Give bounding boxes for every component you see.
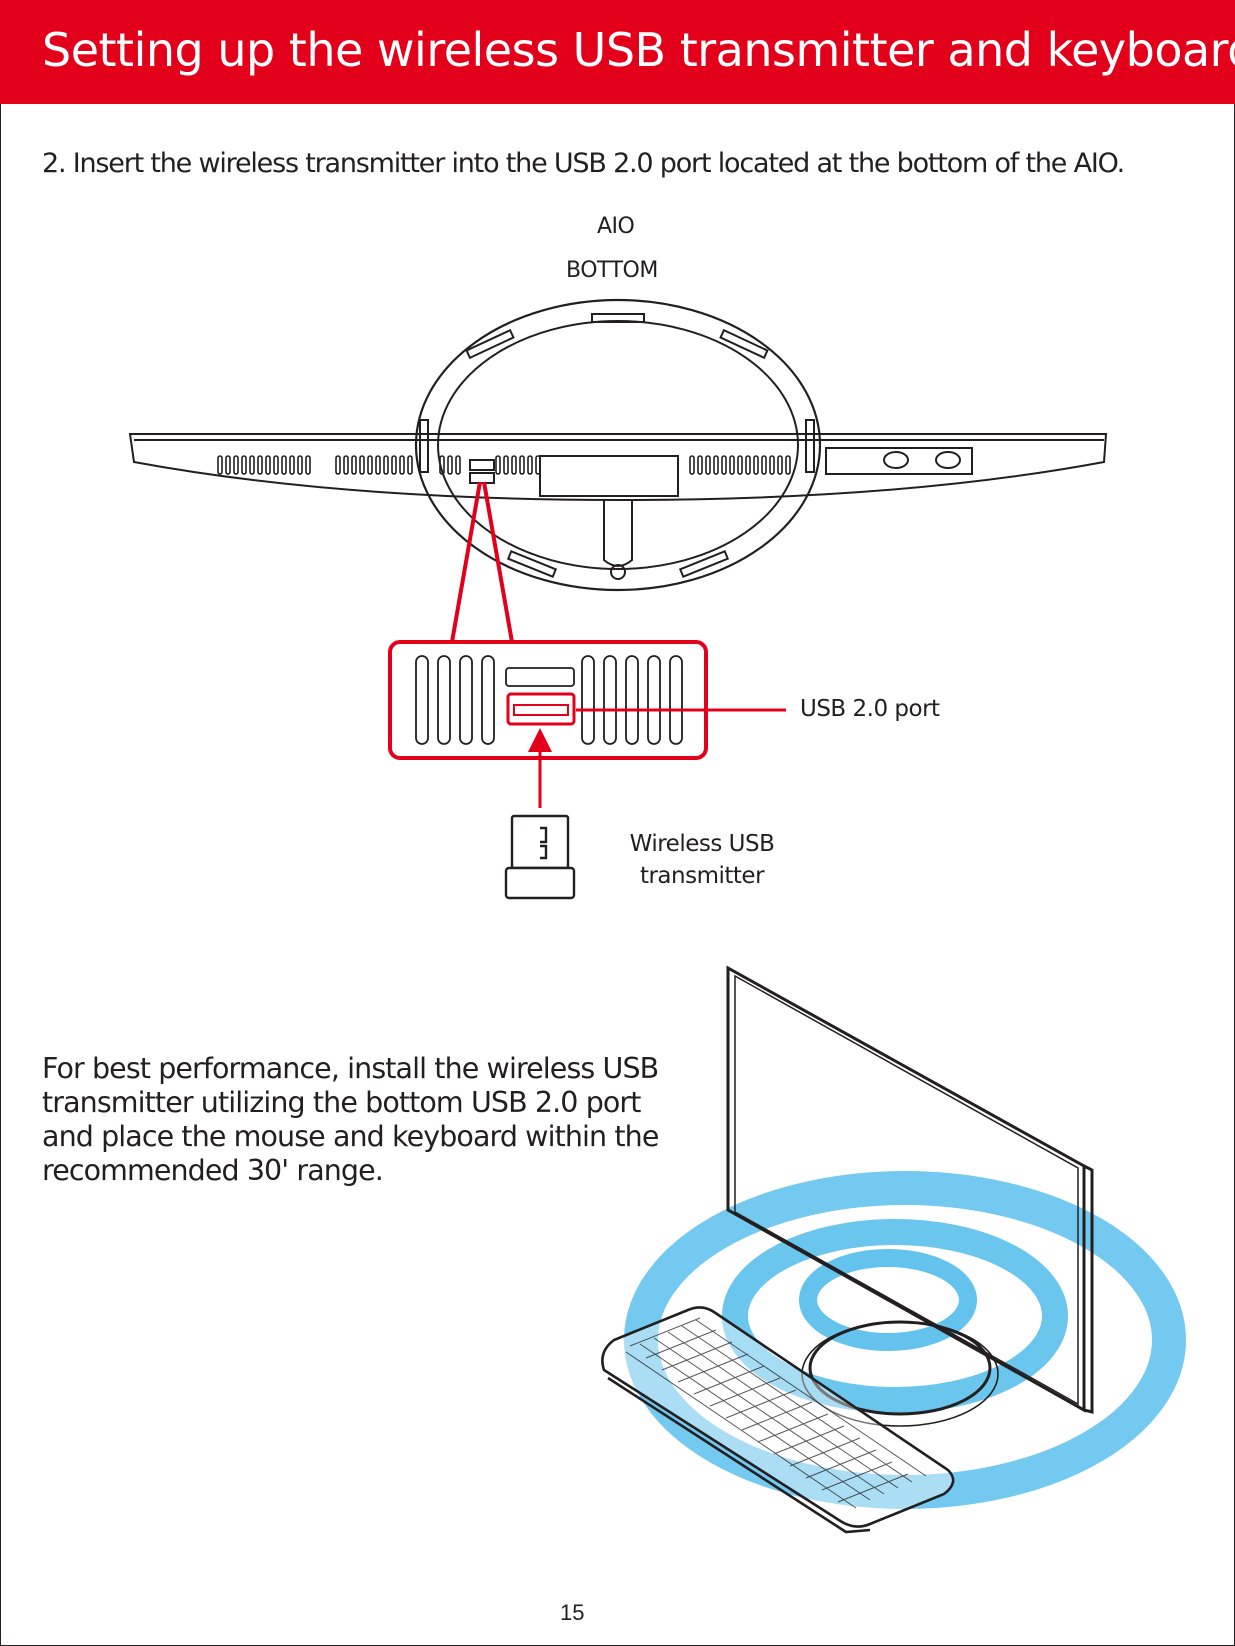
step-instruction: 2. Insert the wireless transmitter into … bbox=[42, 148, 1125, 179]
label-usb-port: USB 2.0 port bbox=[800, 696, 940, 722]
label-aio: AIO bbox=[597, 214, 635, 239]
vent-slots-right bbox=[689, 455, 791, 475]
label-bottom: BOTTOM bbox=[566, 258, 658, 283]
insert-arrow-head bbox=[528, 728, 552, 752]
page-number: 15 bbox=[560, 1600, 585, 1625]
device-usb-port-bottom bbox=[469, 472, 495, 484]
center-panel bbox=[539, 455, 679, 497]
page-title: Setting up the wireless USB transmitter … bbox=[42, 23, 1235, 77]
stand-ring-outer bbox=[414, 298, 822, 592]
device-usb-port-top bbox=[469, 459, 495, 471]
header-bar: Setting up the wireless USB transmitter … bbox=[0, 0, 1235, 104]
performance-note: For best performance, install the wirele… bbox=[42, 1052, 659, 1187]
aio-bottom-diagram bbox=[128, 298, 1108, 900]
usb-port-highlight bbox=[506, 692, 576, 726]
wireless-dongle bbox=[504, 814, 576, 900]
label-wireless-transmitter: Wireless USB transmitter bbox=[629, 831, 775, 889]
vent-slots-left bbox=[217, 455, 541, 475]
